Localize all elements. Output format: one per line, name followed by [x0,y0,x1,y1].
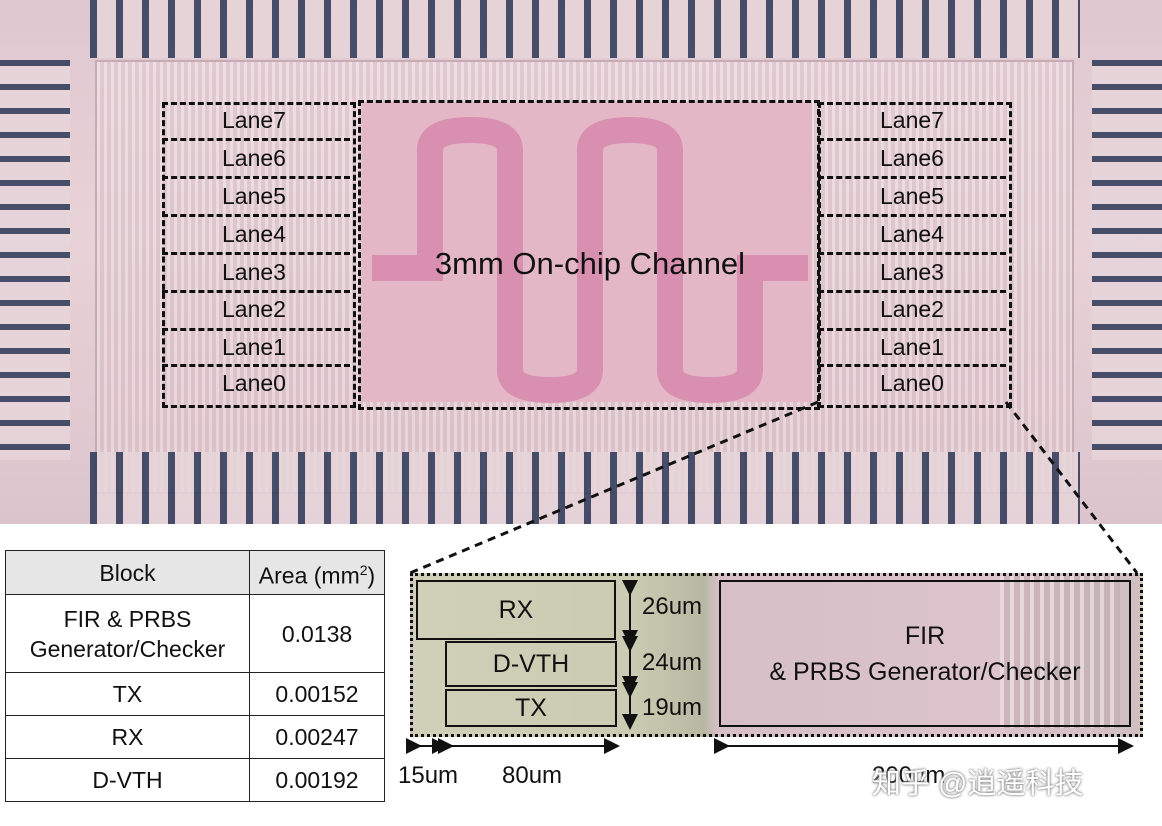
channel-trace [372,116,808,404]
left-lane-divider [162,364,350,367]
left-lane-label: Lane4 [222,221,286,247]
right-lane-label: Lane2 [880,296,944,322]
area-table: Block Area (mm2) FIR & PRBS Generator/Che… [5,550,385,802]
left-lane-divider [162,328,350,331]
left-lane-label: Lane1 [222,334,286,360]
left-lane-divider [162,252,350,255]
table-cell-area: 0.00247 [249,715,385,759]
tx-label: TX [515,694,547,722]
block-line2: Generator/Checker [29,635,226,662]
block-line1: FIR & PRBS [63,605,192,632]
callout-line-right [1004,401,1139,574]
rx-block: RX [416,580,616,640]
right-lane-divider [818,138,1006,141]
header-area-text: Area (mm [258,562,360,589]
top-bond-pads [90,0,1080,58]
watermark: 知乎 @逍遥科技 [872,768,1084,800]
header-area: Area (mm2) [249,550,385,595]
table-row: D-VTH 0.00192 [5,758,385,802]
left-lane-label: Lane7 [222,107,286,133]
right-lane-group-box [818,102,1012,408]
channel-label: 3mm On-chip Channel [434,246,746,281]
bottom-bond-pads [90,452,1080,524]
table-cell-area: 0.00152 [249,672,385,716]
left-lane-group-box [162,102,356,408]
right-lane-divider [818,214,1006,217]
table-cell-block: D-VTH [5,758,250,802]
dvth-block: D-VTH [445,641,617,687]
right-lane-divider [818,364,1006,367]
header-area-end: ) [367,562,376,589]
left-lane-label: Lane2 [222,296,286,322]
left-lane-label: Lane0 [222,370,286,396]
dim-label-24: 24um [642,649,703,676]
fir-label-line2: & PRBS Generator/Checker [769,657,1081,686]
dim-label-19: 19um [642,694,703,721]
right-lane-divider [818,252,1006,255]
left-lane-label: Lane6 [222,145,286,171]
zoom-texture [1000,576,1120,728]
header-block: Block [5,550,250,595]
table-row: FIR & PRBS Generator/Checker 0.0138 [5,594,385,673]
left-lane-divider [162,290,350,293]
table-cell-block: RX [5,715,250,759]
table-header-row: Block Area (mm2) [5,550,385,595]
left-lane-label: Lane3 [222,259,286,285]
table-row: RX 0.00247 [5,715,385,759]
table-cell-block: FIR & PRBS Generator/Checker [5,594,250,673]
right-lane-label: Lane5 [880,183,944,209]
rx-label: RX [498,596,534,624]
right-lane-divider [818,290,1006,293]
left-bond-pads [0,60,70,460]
fir-label-line1: FIR [904,621,946,650]
table-cell-area: 0.00192 [249,758,385,802]
header-area-sup: 2 [359,561,368,578]
channel-serpentine [372,116,808,404]
right-lane-divider [818,328,1006,331]
right-lane-label: Lane6 [880,145,944,171]
right-lane-label: Lane1 [880,334,944,360]
table-cell-block: TX [5,672,250,716]
right-lane-divider [818,176,1006,179]
right-lane-label: Lane4 [880,221,944,247]
left-lane-divider [162,176,350,179]
table-row: TX 0.00152 [5,672,385,716]
dvth-label: D-VTH [492,650,570,678]
fir-block: FIR & PRBS Generator/Checker [719,580,1131,727]
callout-line-left [409,400,819,575]
dim-label-200: 200um [872,762,946,789]
left-lane-divider [162,138,350,141]
right-bond-pads [1092,60,1162,460]
left-lane-divider [162,214,350,217]
zoom-detail-photo [410,573,1143,737]
right-lane-label: Lane0 [880,370,944,396]
tx-block: TX [445,689,617,727]
table-cell-area: 0.0138 [249,594,385,673]
left-lane-label: Lane5 [222,183,286,209]
right-lane-label: Lane7 [880,107,944,133]
dim-label-26: 26um [642,593,703,620]
right-lane-label: Lane3 [880,259,944,285]
dim-label-15: 15um [398,762,459,789]
dim-label-80: 80um [502,762,563,789]
